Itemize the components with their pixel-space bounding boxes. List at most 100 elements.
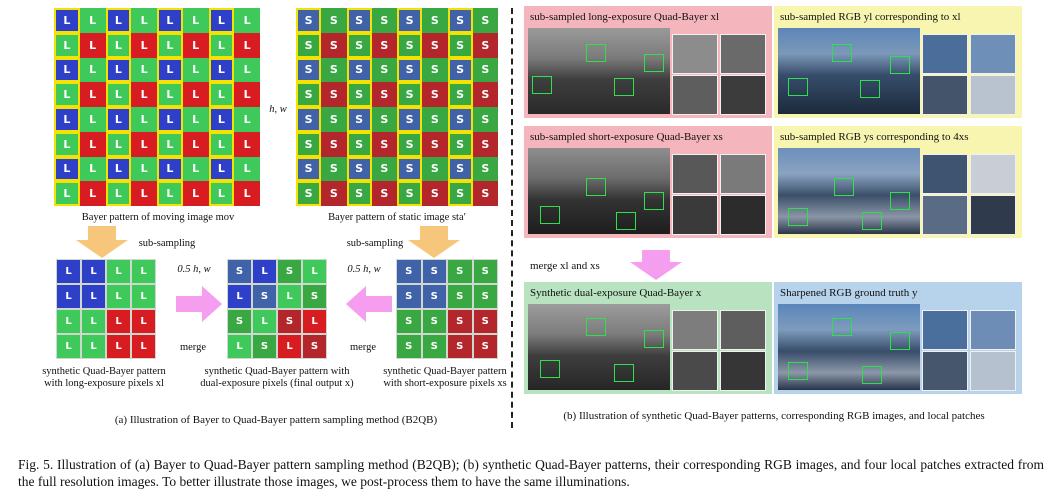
patch-17 <box>672 310 718 350</box>
pixel-cell: S <box>277 309 302 334</box>
pixel-cell: S <box>277 259 302 284</box>
pixel-cell: L <box>54 131 80 157</box>
panel-rgb-short: sub-sampled RGB ys corresponding to 4xs <box>774 126 1022 238</box>
short-exposure-image <box>528 148 670 234</box>
pixel-cell: S <box>252 284 277 309</box>
pixel-cell: S <box>447 131 473 157</box>
pixel-cell: L <box>234 181 260 206</box>
pixel-cell: S <box>422 82 448 107</box>
pixel-cell: L <box>182 156 209 182</box>
pixel-cell: S <box>397 131 423 157</box>
pixel-cell: S <box>396 284 422 309</box>
pixel-cell: S <box>397 181 423 206</box>
pixel-cell: L <box>54 32 80 58</box>
pixel-cell: L <box>54 181 80 206</box>
pixel-cell: L <box>208 107 235 132</box>
pixel-cell: S <box>371 107 397 132</box>
pixel-cell: S <box>422 57 448 83</box>
pixel-cell: S <box>422 107 448 132</box>
pixel-cell: S <box>447 309 473 334</box>
pixel-cell: S <box>346 32 372 58</box>
bayer-static-caption: Bayer pattern of static image sta′ <box>328 212 466 223</box>
pixel-cell: L <box>302 259 327 284</box>
panel-dual-exposure: Synthetic dual-exposure Quad-Bayer x <box>524 282 772 394</box>
pixel-cell: L <box>131 32 157 58</box>
panel-long-exposure: sub-sampled long-exposure Quad-Bayer xl <box>524 6 772 118</box>
pixel-cell: L <box>252 259 277 284</box>
pixel-cell: S <box>296 107 322 132</box>
pixel-cell: S <box>371 131 397 157</box>
pixel-cell: S <box>371 156 397 182</box>
pixel-cell: S <box>371 32 397 58</box>
pixel-cell: S <box>321 131 347 157</box>
subsampling-label-left: sub-sampling <box>138 238 196 249</box>
patch-16 <box>970 195 1016 235</box>
pixel-cell: S <box>447 334 473 359</box>
pixel-cell: L <box>131 259 156 284</box>
pixel-cell: L <box>106 334 131 359</box>
subsampling-label-right: sub-sampling <box>346 238 404 249</box>
pixel-cell: S <box>346 156 372 182</box>
pixel-cell: S <box>472 8 498 33</box>
pixel-cell: L <box>157 107 183 132</box>
pixel-cell: L <box>208 82 235 107</box>
pixel-cell: L <box>208 32 235 58</box>
pixel-cell: L <box>157 156 183 182</box>
pixel-cell: L <box>79 107 106 132</box>
pixel-cell: L <box>208 8 235 33</box>
merge-label-left: merge <box>179 342 207 353</box>
subsample-arrow-left <box>76 226 128 258</box>
pixel-cell: L <box>157 181 183 206</box>
pixel-cell: S <box>371 82 397 107</box>
pixel-cell: S <box>421 334 447 359</box>
pixel-cell: L <box>131 156 157 182</box>
panel-short-exposure: sub-sampled short-exposure Quad-Bayer xs <box>524 126 772 238</box>
patch-21 <box>922 310 968 350</box>
pixel-cell: L <box>157 57 183 83</box>
pixel-cell: L <box>54 82 80 107</box>
pixel-cell: S <box>397 107 423 132</box>
patch-18 <box>720 310 766 350</box>
pixel-cell: L <box>182 8 209 33</box>
long-grid-caption: synthetic Quad-Bayer pattern with long-e… <box>42 366 166 389</box>
pixel-cell: S <box>472 57 498 83</box>
pixel-cell: L <box>157 131 183 157</box>
pixel-cell: S <box>422 131 448 157</box>
patch-5 <box>922 34 968 74</box>
pixel-cell: L <box>56 284 81 309</box>
pixel-cell: S <box>472 309 498 334</box>
merge-arrow-left <box>176 286 222 322</box>
pixel-cell: L <box>234 131 260 157</box>
patch-1 <box>672 34 718 74</box>
pixel-cell: S <box>397 82 423 107</box>
panel-rgb-long-title: sub-sampled RGB yl corresponding to xl <box>780 11 961 23</box>
pixel-cell: S <box>447 284 473 309</box>
pixel-cell: S <box>296 57 322 83</box>
pixel-cell: S <box>422 8 448 33</box>
pixel-cell: L <box>208 181 235 206</box>
pixel-cell: L <box>208 131 235 157</box>
merge-label-right: merge <box>349 342 377 353</box>
pixel-cell: S <box>422 181 448 206</box>
ground-truth-image <box>778 304 920 390</box>
half-hw-label-left: 0.5 h, w <box>177 264 211 275</box>
pixel-cell: S <box>346 82 372 107</box>
pixel-cell: L <box>105 8 132 33</box>
pixel-cell: L <box>56 334 81 359</box>
panel-dual-title: Synthetic dual-exposure Quad-Bayer x <box>530 287 702 299</box>
subsample-arrow-right <box>408 226 460 258</box>
pixel-cell: S <box>321 57 347 83</box>
pixel-cell: L <box>157 8 183 33</box>
pixel-cell: L <box>208 57 235 83</box>
pixel-cell: L <box>234 156 260 182</box>
pixel-cell: S <box>472 284 498 309</box>
pixel-cell: S <box>421 309 447 334</box>
pixel-cell: S <box>321 181 347 206</box>
panel-ground-truth: Sharpened RGB ground truth y <box>774 282 1022 394</box>
pixel-cell: S <box>472 259 498 284</box>
